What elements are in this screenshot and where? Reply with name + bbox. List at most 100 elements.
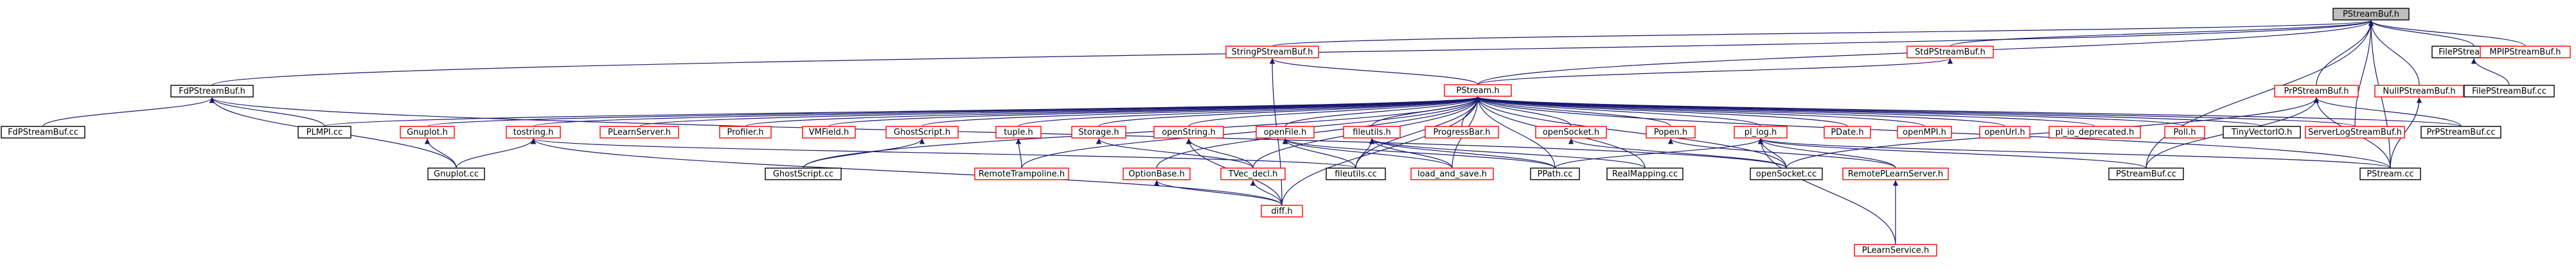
node-realmapping-cc[interactable]: RealMapping.cc xyxy=(1606,167,1683,180)
node-box xyxy=(995,126,1042,139)
node-prpstreambuf-cc[interactable]: PrPStreamBuf.cc xyxy=(2421,126,2501,139)
node-fdpstreambuf-h[interactable]: FdPStreamBuf.h xyxy=(170,85,254,98)
node-openfile-h[interactable]: openFile.h xyxy=(1256,126,1315,139)
node-box xyxy=(400,126,455,139)
node-label: StdPStreamBuf.h xyxy=(1915,47,1985,57)
edge-mpipstreambuf-h-to-pstreambuf-h xyxy=(2368,20,2526,47)
node-plearnserver-h[interactable]: PLearnServer.h xyxy=(600,126,679,139)
node-label: RemoteTrampoline.h xyxy=(979,169,1065,179)
node-pdate-h[interactable]: PDate.h xyxy=(1824,126,1871,139)
node-label: PrPStreamBuf.h xyxy=(2284,87,2349,96)
node-label: PLearnServer.h xyxy=(608,128,671,137)
node-label: Gnuplot.h xyxy=(407,128,448,137)
node-serverlogstreambuf-h[interactable]: ServerLogStreamBuf.h xyxy=(2305,126,2405,139)
edge-gnuplot-cc-to-tostring-h xyxy=(456,138,537,169)
node-label: MPIPStreamBuf.h xyxy=(2490,47,2561,57)
edge-ghostscript-cc-to-ghostscript-h xyxy=(803,138,925,169)
node-ppath-cc[interactable]: PPath.cc xyxy=(1530,167,1580,180)
edge-popen-h-to-pstream-h xyxy=(1475,96,1671,127)
node-vmfield-h[interactable]: VMField.h xyxy=(802,126,856,139)
edge-ppath-cc-to-openfile-h xyxy=(1282,138,1556,169)
node-label: GhostScript.cc xyxy=(773,169,833,179)
edge-remoteplearnserver-h-to-pl-log-h xyxy=(1757,138,1896,169)
node-filepstreambuf-cc[interactable]: FilePStreamBuf.cc xyxy=(2464,85,2555,98)
node-opensocket-cc[interactable]: openSocket.cc xyxy=(1750,167,1823,180)
node-remoteplearnserver-h[interactable]: RemotePLearnServer.h xyxy=(1842,167,1949,180)
node-prpstreambuf-h[interactable]: PrPStreamBuf.h xyxy=(2274,85,2359,98)
node-tuple-h[interactable]: tuple.h xyxy=(995,126,1042,139)
node-pstream-cc[interactable]: PStream.cc xyxy=(2359,167,2421,180)
edge-load-and-save-h-to-fileutils-h xyxy=(1369,138,1453,169)
node-box xyxy=(1225,46,1319,58)
node-box xyxy=(1123,167,1191,180)
edge-openfile-h-to-pstream-h xyxy=(1284,96,1481,127)
node-pstream-h[interactable]: PStream.h xyxy=(1444,84,1512,97)
node-ghostscript-h[interactable]: GhostScript.h xyxy=(885,126,959,139)
node-label: Popen.h xyxy=(1654,128,1687,137)
edge-ppath-cc-to-fileutils-h xyxy=(1369,138,1556,169)
node-profiler-h[interactable]: Profiler.h xyxy=(719,126,772,139)
node-box xyxy=(1530,167,1580,180)
node-poll-h[interactable]: Poll.h xyxy=(2164,126,2205,139)
node-box xyxy=(2164,126,2205,139)
node-box xyxy=(1220,167,1286,180)
node-label: diff.h xyxy=(1271,207,1292,216)
node-popen-h[interactable]: Popen.h xyxy=(1646,126,1696,139)
node-label: load_and_save.h xyxy=(1417,169,1487,179)
node-box xyxy=(2374,85,2464,98)
node-stringpstreambuf-h[interactable]: StringPStreamBuf.h xyxy=(1225,46,1319,58)
node-label: PStream.h xyxy=(1456,86,1499,96)
node-box xyxy=(1734,126,1788,139)
edge-gnuplot-cc-to-gnuplot-h xyxy=(424,138,457,169)
edge-tvec-decl-h-to-openstring-h xyxy=(1186,138,1254,169)
node-plearnservice-h[interactable]: PLearnService.h xyxy=(1854,244,1937,257)
node-optionbase-h[interactable]: OptionBase.h xyxy=(1123,167,1191,180)
edge-gnuplot-h-to-pstream-h xyxy=(427,96,1480,127)
node-diff-h[interactable]: diff.h xyxy=(1261,205,1303,218)
edge-stringpstreambuf-h-to-pstreambuf-h xyxy=(1272,20,2374,47)
node-plmpi-cc[interactable]: PLMPI.cc xyxy=(298,126,351,139)
edge-pdate-h-to-pstream-h xyxy=(1475,96,1848,127)
node-opensocket-h[interactable]: openSocket.h xyxy=(1535,126,1607,139)
node-nullpstreambuf-h[interactable]: NullPStreamBuf.h xyxy=(2374,85,2464,98)
node-label: NullPStreamBuf.h xyxy=(2383,87,2455,96)
node-remotetrampoline-h[interactable]: RemoteTrampoline.h xyxy=(974,167,1069,180)
node-box xyxy=(1979,126,2030,139)
node-fileutils-cc[interactable]: fileutils.cc xyxy=(1326,167,1386,180)
node-ghostscript-cc[interactable]: GhostScript.cc xyxy=(765,167,842,180)
node-box xyxy=(1842,167,1949,180)
edge-openstring-h-to-pstream-h xyxy=(1188,96,1481,127)
node-fileutils-h[interactable]: fileutils.h xyxy=(1343,126,1401,139)
node-fdpstreambuf-cc[interactable]: FdPStreamBuf.cc xyxy=(1,126,85,139)
edge-filepstreambuf-h-to-pstreambuf-h xyxy=(2368,20,2474,47)
node-load-and-save-h[interactable]: load_and_save.h xyxy=(1410,167,1494,180)
node-tostring-h[interactable]: tostring.h xyxy=(506,126,561,139)
node-pstreambuf-h[interactable]: PStreamBuf.h xyxy=(2332,8,2410,21)
node-label: RemotePLearnServer.h xyxy=(1848,169,1943,179)
node-stdpstreambuf-h[interactable]: StdPStreamBuf.h xyxy=(1906,46,1994,58)
node-tinyvectorio-h[interactable]: TinyVectorIO.h xyxy=(2223,126,2301,139)
edge-serverlogstreambuf-h-to-pstreambuf-h xyxy=(2354,20,2374,127)
node-progressbar-h[interactable]: ProgressBar.h xyxy=(1425,126,1499,139)
edge-opensocket-h-to-pstream-h xyxy=(1475,96,1572,127)
node-openmpi-h[interactable]: openMPI.h xyxy=(1897,126,1952,139)
node-label: PLMPI.cc xyxy=(306,128,342,137)
node-pl-io-deprecated-h[interactable]: pl_io_deprecated.h xyxy=(2048,126,2141,139)
node-box xyxy=(885,126,959,139)
node-label: PDate.h xyxy=(1831,128,1863,137)
node-pstreambuf-cc[interactable]: PStreamBuf.cc xyxy=(2108,167,2184,180)
node-pl-log-h[interactable]: pl_log.h xyxy=(1734,126,1788,139)
node-openurl-h[interactable]: openUrl.h xyxy=(1979,126,2030,139)
edge-storage-h-to-pstream-h xyxy=(1098,96,1480,127)
node-label: ProgressBar.h xyxy=(1434,128,1491,137)
node-box xyxy=(719,126,772,139)
node-gnuplot-h[interactable]: Gnuplot.h xyxy=(400,126,455,139)
node-openstring-h[interactable]: openString.h xyxy=(1153,126,1224,139)
edge-tinyvectorio-h-to-pstream-h xyxy=(1475,96,2262,127)
node-storage-h[interactable]: Storage.h xyxy=(1071,126,1126,139)
node-tvec-decl-h[interactable]: TVec_decl.h xyxy=(1220,167,1286,180)
edge-pl-log-h-to-pstream-h xyxy=(1475,96,1761,127)
node-gnuplot-cc[interactable]: Gnuplot.cc xyxy=(427,167,485,180)
node-mpipstreambuf-h[interactable]: MPIPStreamBuf.h xyxy=(2480,46,2571,58)
